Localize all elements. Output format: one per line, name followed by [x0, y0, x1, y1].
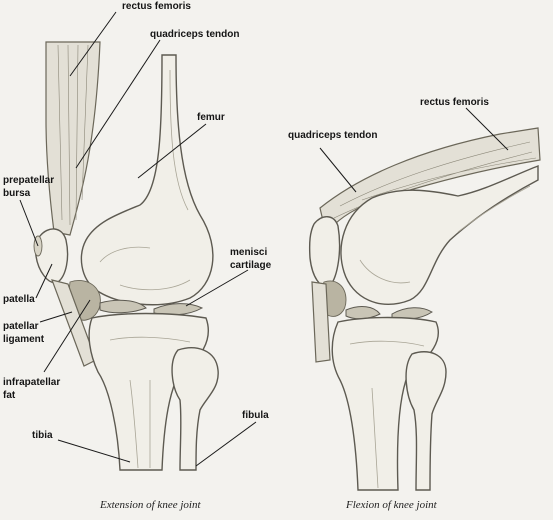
femur-left-shape [80, 54, 214, 306]
label-prepatellar-bursa-line2: bursa [3, 188, 31, 199]
menisci-left-shape [99, 299, 147, 314]
label-infrapatellar-fat-line2: fat [3, 390, 16, 401]
patellar-ligament-right-shape [311, 281, 331, 363]
patella-right-shape [308, 216, 341, 288]
label-menisci-line2: cartilage [230, 260, 272, 271]
label-patellar-ligament-line1: patellar [3, 321, 39, 332]
label-quadriceps-tendon-left: quadriceps tendon [150, 29, 239, 40]
label-patella: patella [3, 294, 35, 305]
caption-flexion: Flexion of knee joint [345, 499, 438, 511]
extension-knee-drawing [33, 41, 219, 471]
label-quadriceps-tendon-right: quadriceps tendon [288, 130, 377, 141]
label-tibia: tibia [32, 430, 53, 441]
label-patellar-ligament-line2: ligament [3, 334, 45, 345]
label-prepatellar-bursa-line1: prepatellar [3, 175, 54, 186]
leader-lines [19, 11, 509, 467]
label-rectus-femoris-right: rectus femoris [420, 97, 489, 108]
femur-right-shape [340, 164, 539, 305]
fibula-left-shape [171, 347, 219, 471]
patella-left-shape [34, 228, 69, 284]
label-fibula: fibula [242, 410, 269, 421]
label-rectus-femoris-left: rectus femoris [122, 1, 191, 12]
caption-extension: Extension of knee joint [99, 499, 201, 511]
menisci-right-shape [345, 306, 381, 320]
flexion-knee-drawing [308, 127, 541, 491]
rectus-femoris-left-shape [45, 41, 101, 236]
label-femur: femur [197, 112, 225, 123]
label-menisci-line1: menisci [230, 247, 267, 258]
labels: rectus femoris quadriceps tendon femur p… [3, 1, 489, 441]
label-infrapatellar-fat-line1: infrapatellar [3, 377, 60, 388]
fibula-right-shape [405, 351, 447, 491]
